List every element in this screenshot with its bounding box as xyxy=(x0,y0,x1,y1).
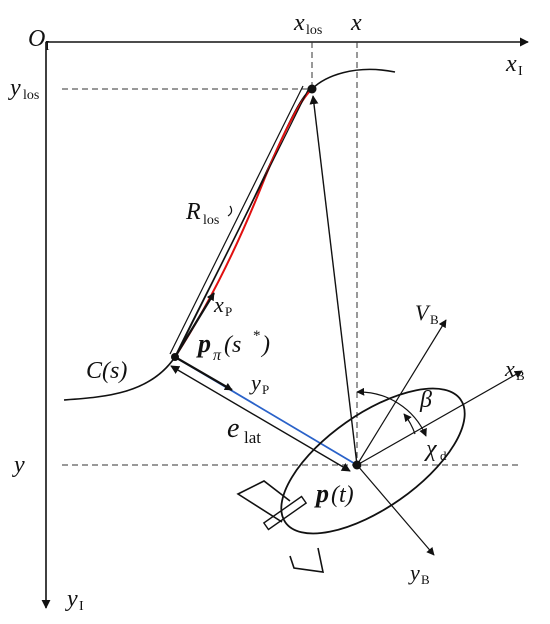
yb-label: y B xyxy=(408,560,430,587)
chi-d-label: χ d xyxy=(424,436,447,463)
airship-hull xyxy=(280,387,466,535)
p-t-arg: (t) xyxy=(331,482,354,508)
path-label: C(s) xyxy=(86,358,127,384)
xp-sub: P xyxy=(225,304,232,319)
line-of-sight-arrow xyxy=(309,95,358,466)
xb-axis-arrow xyxy=(356,370,523,466)
xb-main: x xyxy=(504,356,515,381)
beta-label: β xyxy=(419,387,432,413)
r-los-sub: los xyxy=(203,213,219,228)
r-los-main: R xyxy=(185,199,201,225)
x-los-sub: los xyxy=(306,23,322,38)
y-inertial-main: y xyxy=(65,586,78,612)
chi-d-angle-arc xyxy=(356,387,427,437)
chi-d-main: χ xyxy=(424,436,438,462)
origin-sub: I xyxy=(45,39,50,54)
yp-main: y xyxy=(249,370,261,395)
x-los-main: x xyxy=(293,10,305,36)
y-los-label: y los xyxy=(8,75,39,103)
y-los-main: y xyxy=(8,75,21,101)
p-pi-main: p xyxy=(196,329,211,358)
p-pi-arg: (s xyxy=(224,332,241,358)
vehicle-position-point xyxy=(352,460,362,470)
y-los-sub: los xyxy=(23,88,39,103)
chi-d-sub: d xyxy=(440,448,447,463)
p-pi-star: * xyxy=(253,328,261,344)
yb-sub: B xyxy=(421,572,430,587)
yp-label: y P xyxy=(249,370,269,397)
projection-point xyxy=(171,353,179,361)
p-t-label: p (t) xyxy=(314,479,354,508)
e-lat-arrow xyxy=(170,365,351,472)
yb-main: y xyxy=(408,560,420,585)
los-point xyxy=(307,84,317,94)
x-los-label: x los xyxy=(293,10,322,38)
r-los-bracket-left xyxy=(169,85,304,355)
e-lat-label: e lat xyxy=(227,413,261,447)
x-label: x xyxy=(350,10,362,36)
y-label: y xyxy=(12,452,25,478)
r-los-label: R los xyxy=(185,199,219,228)
origin-label: O I xyxy=(28,26,50,54)
xp-label: x P xyxy=(213,292,232,319)
xp-axis-arrow xyxy=(174,292,215,358)
vb-sub: B xyxy=(430,312,439,327)
p-pi-sub: π xyxy=(213,347,222,364)
x-inertial-sub: I xyxy=(518,64,523,79)
vb-main: V xyxy=(415,300,431,325)
vb-label: V B xyxy=(415,300,439,327)
origin-main: O xyxy=(28,26,45,52)
p-t-main: p xyxy=(314,479,329,508)
airship-gondola xyxy=(262,495,308,531)
r-los-bracket-right xyxy=(175,87,310,357)
r-los-bracket-tick xyxy=(227,205,233,217)
xp-main: x xyxy=(213,292,224,317)
xb-label: x B xyxy=(504,356,525,383)
y-inertial-label: y I xyxy=(65,586,84,614)
yp-sub: P xyxy=(262,382,269,397)
x-inertial-label: x I xyxy=(505,51,523,79)
xb-sub: B xyxy=(516,368,525,383)
airship-tail-fin-bottom xyxy=(289,547,325,573)
e-lat-sub: lat xyxy=(244,428,261,447)
e-lat-main: e xyxy=(227,413,239,444)
x-inertial-main: x xyxy=(505,51,517,77)
yb-axis-arrow xyxy=(356,464,435,556)
y-inertial-sub: I xyxy=(79,599,84,614)
p-pi-label: p π (s * ) xyxy=(196,328,270,364)
airship-tail-fin-left xyxy=(236,480,291,523)
p-pi-close: ) xyxy=(260,332,270,358)
